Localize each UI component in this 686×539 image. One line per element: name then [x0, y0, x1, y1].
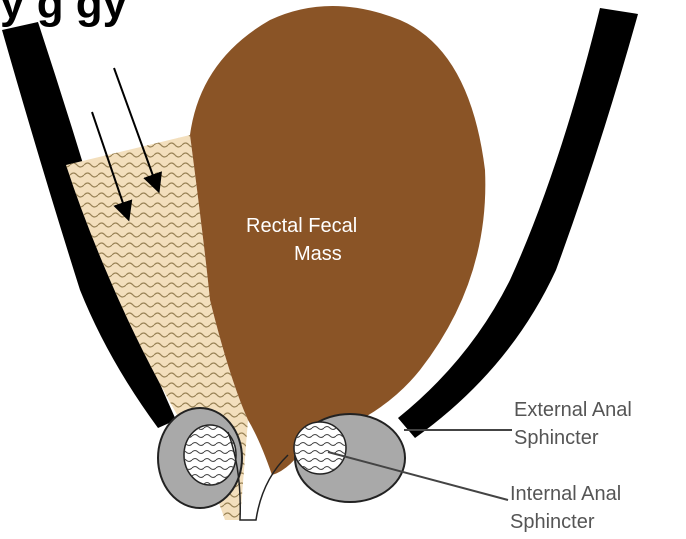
- internal-sphincter-label-line1: Internal Anal: [510, 483, 621, 505]
- header-fragment: y g gy: [0, 0, 128, 28]
- external-sphincter-label-line2: Sphincter: [514, 427, 599, 449]
- fecal-mass-label-line1: Rectal Fecal: [246, 215, 357, 237]
- fecal-mass-label-line2: Mass: [294, 243, 342, 265]
- internal-sphincter-label-line2: Sphincter: [510, 511, 595, 533]
- internal-sphincter-right-waves: [294, 422, 346, 474]
- external-sphincter-label-line1: External Anal: [514, 399, 632, 421]
